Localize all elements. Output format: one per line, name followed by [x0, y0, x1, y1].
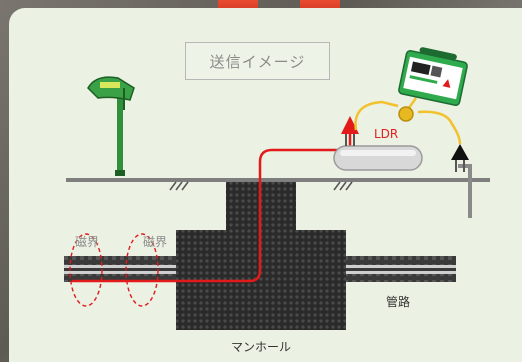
- red-arrow: [341, 116, 359, 134]
- clamp-legs: [345, 134, 465, 172]
- ground-rod-pipe: [458, 164, 472, 218]
- ldr-label: LDR: [374, 127, 399, 141]
- transmitter: [398, 47, 468, 106]
- magnetic-field-loops: [69, 233, 159, 307]
- receiver: [87, 76, 135, 176]
- cable-junction: [398, 106, 414, 122]
- ground-hatch: [169, 181, 353, 191]
- ldr-clamp: [333, 145, 423, 171]
- magnetic-field-label-2: 磁界: [143, 235, 168, 249]
- diagram-title: 送信イメージ: [185, 42, 330, 80]
- black-arrow: [451, 144, 469, 160]
- ground-line: [66, 178, 490, 182]
- pipe-label: 管路: [386, 295, 411, 309]
- magnetic-field-label-1: 磁界: [75, 235, 100, 249]
- manhole-label: マンホール: [231, 340, 292, 354]
- signal-line: [72, 132, 352, 283]
